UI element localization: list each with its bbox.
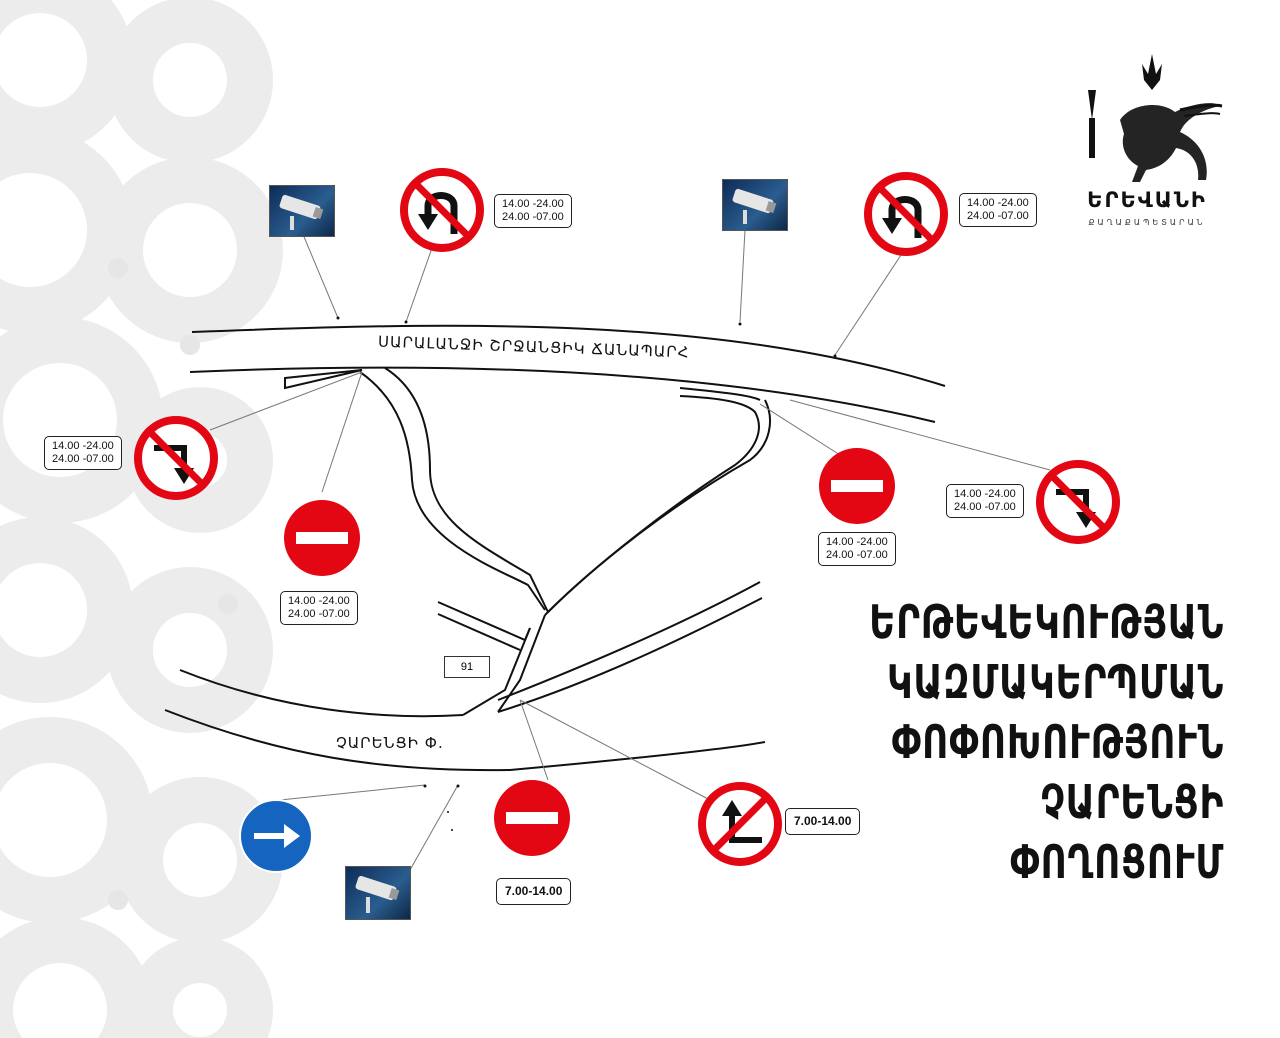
yerevan-lion-logo-icon: [1088, 54, 1223, 182]
no-left-turn-icon: [702, 786, 778, 862]
decorative-pattern: [0, 0, 283, 1038]
title-line: ՉԱՐԵՆՑԻ: [1040, 775, 1224, 829]
road-network: [164, 324, 946, 772]
logo-subtitle: ՔԱՂԱՔԱՊԵՏԱՐԱՆ: [1088, 218, 1206, 227]
page-title: ԵՐԹԵՎԵԿՈՒԹՅԱՆ ԿԱԶՄԱԿԵՐՊՄԱՆ ՓՈՓՈԽՈՒԹՅՈՒՆ …: [769, 592, 1224, 892]
time-label: 7.00-14.00: [496, 878, 572, 905]
pattern-dots: [108, 258, 238, 910]
title-line: ՓՈՓՈԽՈՒԹՅՈՒՆ: [891, 715, 1224, 769]
no-u-turn-icon: [868, 176, 944, 252]
no-right-turn-icon: [1040, 464, 1116, 540]
no-u-turn-icon: [404, 172, 480, 248]
no-right-turn-icon: [138, 420, 214, 496]
street-label-charents: ՉԱՐԵՆՑԻ Փ.: [336, 734, 444, 752]
traffic-camera-icon: [345, 866, 411, 920]
house-number: 91: [444, 656, 490, 678]
title-line: ԵՐԹԵՎԵԿՈՒԹՅԱՆ: [868, 595, 1224, 649]
title-line: ՓՈՂՈՑՈՒՄ: [1009, 835, 1224, 889]
no-entry-icon: [819, 448, 895, 524]
leader-lines: [209, 229, 1051, 871]
logo-name: ԵՐԵՎԱՆԻ: [1087, 188, 1207, 212]
traffic-camera-icon: [269, 185, 335, 237]
traffic-camera-icon: [722, 179, 788, 231]
no-entry-icon: [284, 500, 360, 576]
no-entry-icon: [494, 780, 570, 856]
direction-right-icon: [239, 799, 313, 873]
title-line: ԿԱԶՄԱԿԵՐՊՄԱՆ: [886, 655, 1224, 709]
time-label: 7.00-14.00: [785, 808, 861, 835]
